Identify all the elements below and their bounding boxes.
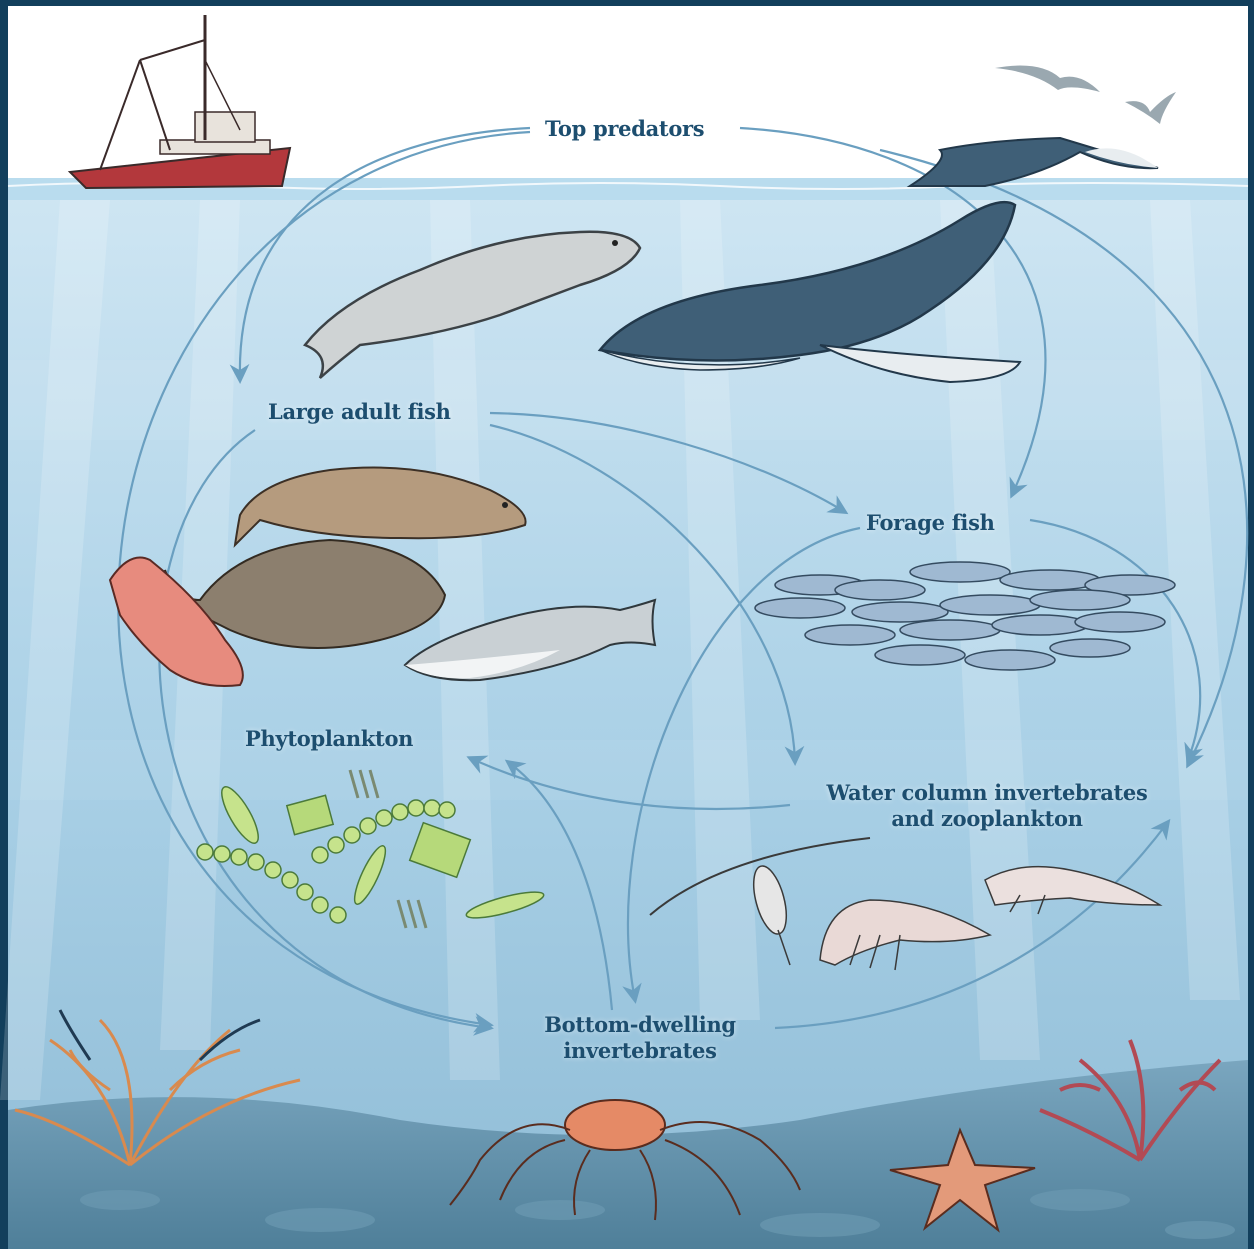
- label-bottom-dwelling-line2: invertebrates: [515, 1038, 765, 1064]
- label-water-column-line2: and zooplankton: [800, 806, 1174, 832]
- label-phytoplankton: Phytoplankton: [245, 726, 413, 752]
- label-bottom-dwelling-line1: Bottom-dwelling: [515, 1012, 765, 1038]
- label-forage-fish: Forage fish: [866, 510, 995, 536]
- label-bottom-dwelling-invertebrates: Bottom-dwelling invertebrates: [515, 1012, 765, 1064]
- label-water-column-invertebrates: Water column invertebrates and zooplankt…: [800, 780, 1174, 832]
- label-top-predators: Top predators: [545, 116, 704, 142]
- label-large-adult-fish: Large adult fish: [268, 399, 451, 425]
- label-water-column-line1: Water column invertebrates: [800, 780, 1174, 806]
